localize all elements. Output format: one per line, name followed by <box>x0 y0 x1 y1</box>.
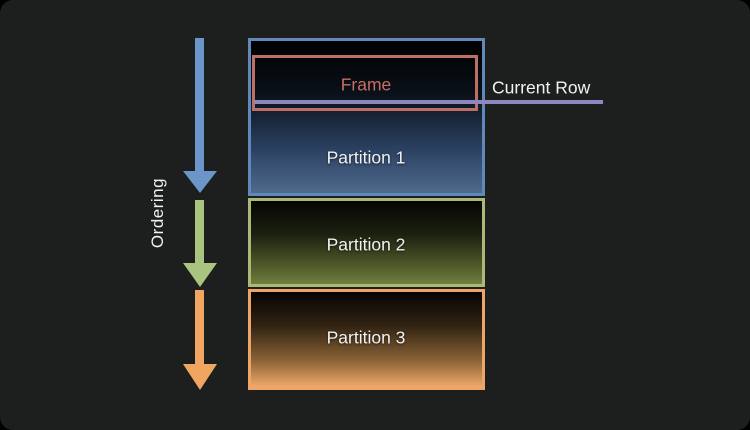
partition-1-box <box>248 38 485 196</box>
partition-3-label: Partition 3 <box>326 327 406 348</box>
arrow-shaft <box>195 38 204 171</box>
partition-2-label: Partition 2 <box>326 234 406 255</box>
arrow-head-down-icon <box>183 364 217 390</box>
partition-3-box <box>248 289 485 390</box>
current-row-line <box>254 100 603 104</box>
frame-box <box>252 55 478 111</box>
ordering-label: Ordering <box>148 177 167 249</box>
partition-1-label: Partition 1 <box>326 147 406 168</box>
frame-label: Frame <box>340 74 392 95</box>
current-row-label: Current Row <box>492 77 591 98</box>
arrow-head-down-icon <box>183 263 217 287</box>
partition-2-box <box>248 198 485 287</box>
arrow-shaft <box>195 200 204 263</box>
arrow-shaft <box>195 290 204 364</box>
arrow-head-down-icon <box>183 171 217 193</box>
